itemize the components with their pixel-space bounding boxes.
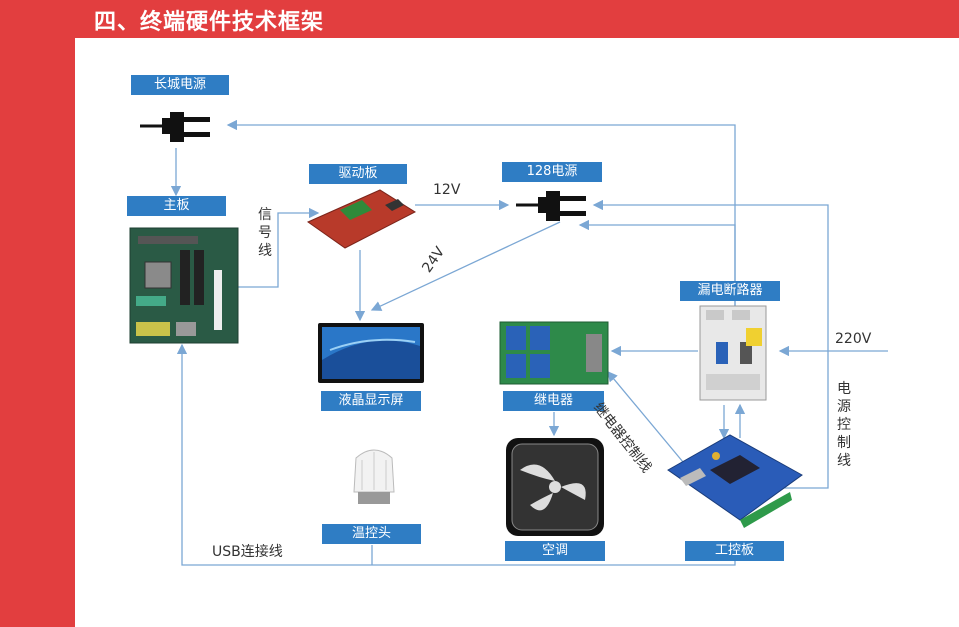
- signal-line-text: 信号线: [258, 207, 272, 259]
- power-128-label: 128电源: [502, 162, 602, 182]
- leakage-breaker-label: 漏电断路器: [680, 281, 780, 301]
- industrial-board-image: [667, 434, 803, 528]
- relay-board-image: [499, 321, 609, 385]
- plug-icon: [140, 112, 210, 142]
- lcd-screen-label: 液晶显示屏: [321, 391, 421, 411]
- plug-icon: [516, 191, 586, 221]
- v220-label: 220V: [835, 331, 872, 347]
- v12-label: 12V: [433, 182, 461, 198]
- edge-power-control: [592, 199, 829, 489]
- usb-line-label: USB连接线: [212, 544, 283, 560]
- page-title: 四、终端硬件技术框架: [94, 10, 325, 35]
- power-control-line-text: 电源控制线: [837, 381, 851, 469]
- air-conditioner-label: 空调: [505, 541, 605, 561]
- title-bar: [75, 0, 959, 38]
- great-wall-power-label: 长城电源: [131, 75, 229, 95]
- motherboard-label: 主板: [127, 196, 226, 216]
- driver-board-label: 驱动板: [309, 164, 407, 184]
- driver-board-image: [306, 189, 417, 249]
- edge-signal-line: [230, 207, 320, 288]
- edge-relay-control: [607, 371, 689, 469]
- thermostat-head-label: 温控头: [322, 524, 421, 544]
- connection-lines: [170, 119, 888, 566]
- industrial-board-label: 工控板: [685, 541, 784, 561]
- thermostat-head-image: [353, 449, 395, 504]
- edge-24v: [370, 221, 561, 311]
- relay-label: 继电器: [503, 391, 604, 411]
- power-control-line-label: 电源控制线: [836, 380, 852, 470]
- motherboard-image: [129, 227, 239, 344]
- edge-breaker-to-great-wall-power: [226, 119, 736, 310]
- left-accent-bar: [0, 0, 75, 627]
- signal-line-label: 信号线: [257, 206, 273, 260]
- lcd-screen-image: [318, 323, 424, 383]
- edge-usb: [176, 343, 736, 566]
- fan-icon: [506, 438, 604, 536]
- leakage-breaker-image: [699, 305, 767, 401]
